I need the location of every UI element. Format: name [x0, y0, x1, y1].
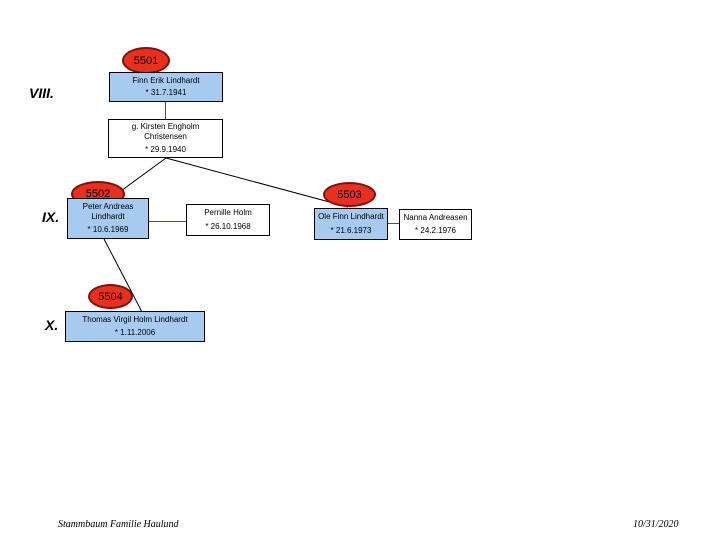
person-name: Nanna Andreasen — [403, 213, 468, 222]
person-box-thomas: Thomas Virgil Holm Lindhardt * 1.11.2006 — [65, 311, 205, 342]
footer-title: Stammbaum Familie Haulund — [58, 519, 179, 530]
person-box-peter: Peter Andreas Lindhardt * 10.6.1969 — [67, 198, 149, 239]
person-birth: * 21.6.1973 — [330, 225, 372, 235]
descent-line-kirsten-to-ole — [165, 157, 349, 208]
person-birth: * 10.6.1969 — [87, 225, 129, 234]
person-name: Finn Erik Lindhardt — [132, 75, 200, 85]
person-birth: * 24.2.1976 — [415, 226, 456, 235]
badge-5501: 5501 — [122, 47, 170, 74]
person-box-finn: Finn Erik Lindhardt * 31.7.1941 — [109, 72, 223, 102]
person-name: Peter Andreas Lindhardt — [82, 202, 134, 221]
person-birth: * 29.9.1940 — [145, 144, 186, 154]
badge-5504: 5504 — [88, 284, 133, 309]
marriage-line-ole-nanna — [388, 223, 399, 224]
person-name: Thomas Virgil Holm Lindhardt — [82, 315, 188, 324]
generation-label-ix: IX. — [42, 209, 60, 225]
marriage-line-finn-kirsten — [165, 102, 166, 119]
footer-date: 10/31/2020 — [633, 519, 679, 530]
spouse-box-pernille: Pernille Holm * 26.10.1968 — [186, 204, 270, 236]
badge-5503: 5503 — [323, 182, 376, 207]
spouse-box-kirsten: g. Kirsten Engholm Christensen * 29.9.19… — [108, 119, 223, 158]
marriage-line-peter-pernille — [149, 221, 186, 222]
generation-label-viii: VIII. — [29, 85, 54, 101]
person-name: g. Kirsten Engholm Christensen — [131, 122, 200, 142]
person-birth: * 26.10.1968 — [205, 221, 251, 231]
person-box-ole: Ole Finn Lindhardt * 21.6.1973 — [314, 208, 388, 240]
generation-label-x: X. — [45, 317, 59, 333]
person-name: Ole Finn Lindhardt — [318, 212, 384, 222]
person-name: Pernille Holm — [204, 208, 252, 218]
descent-line-peter-to-thomas — [103, 238, 143, 313]
spouse-box-nanna: Nanna Andreasen * 24.2.1976 — [399, 209, 472, 240]
person-birth: * 1.11.2006 — [114, 328, 156, 337]
person-birth: * 31.7.1941 — [145, 88, 187, 98]
